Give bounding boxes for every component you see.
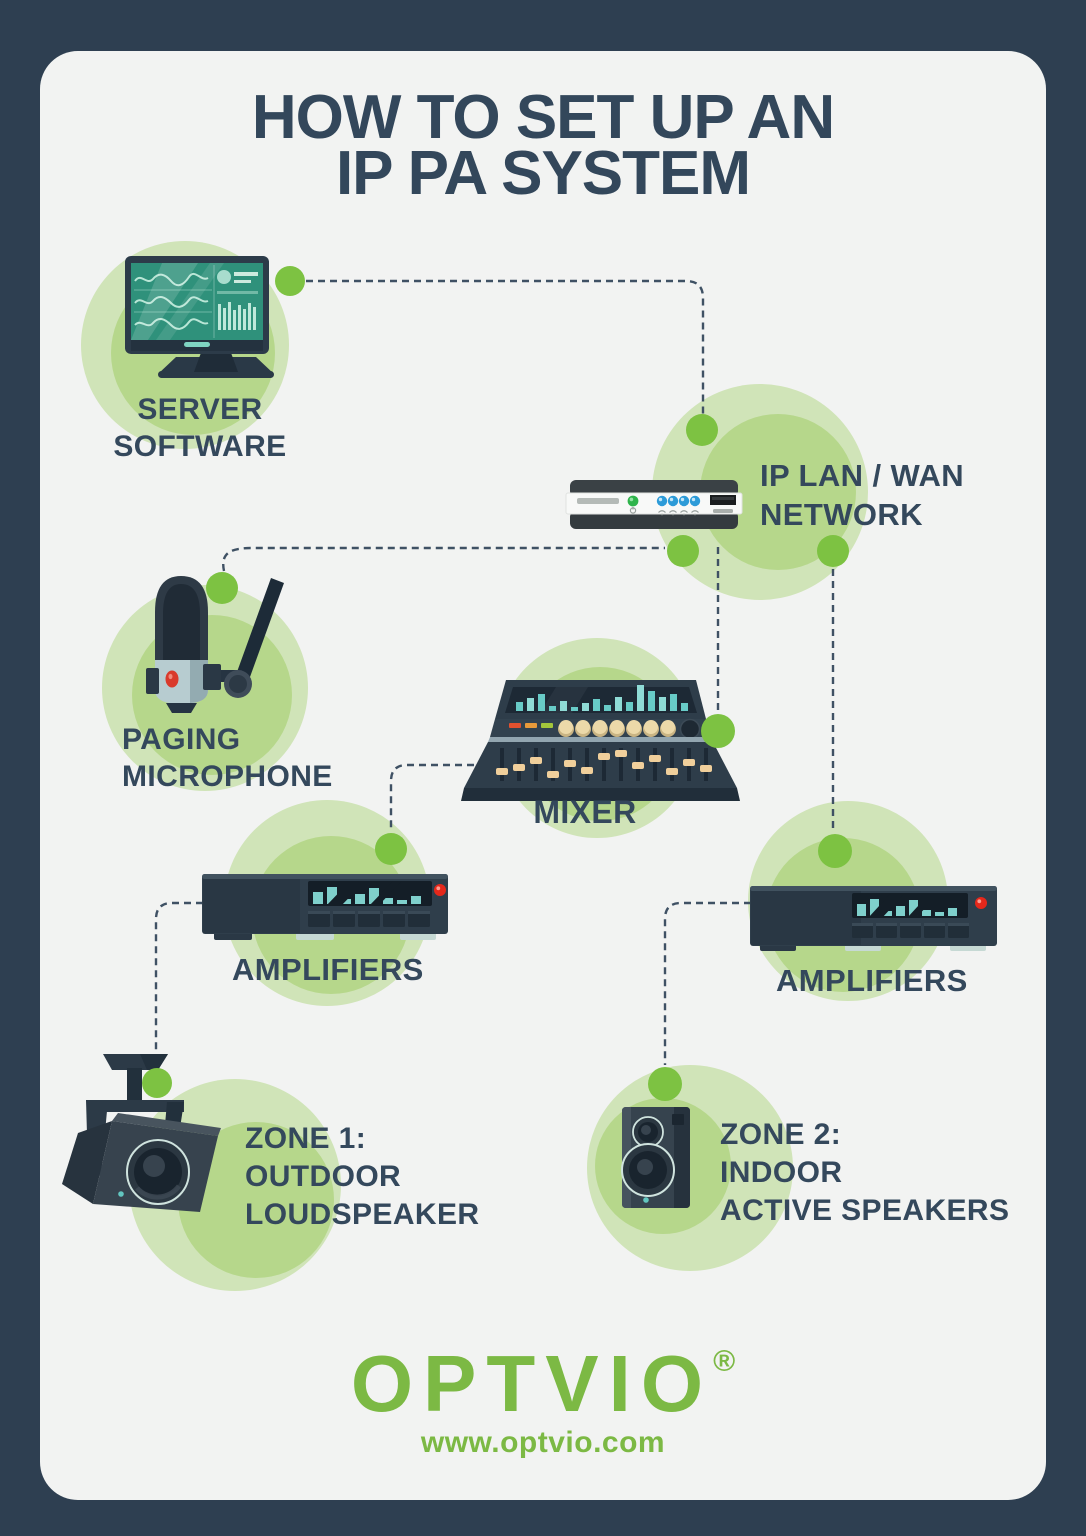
brand-row: OPTVIO®	[40, 1344, 1046, 1424]
brand-logo-text: OPTVIO	[350, 1339, 714, 1428]
zone1-label-line-1: ZONE 1:	[245, 1122, 367, 1155]
zone2-label-line-3: ACTIVE SPEAKERS	[720, 1194, 1010, 1227]
microphone-label: PAGING MICROPHONE	[122, 721, 333, 795]
network-label-line-2: NETWORK	[760, 497, 923, 532]
zone2-label-line-1: ZONE 2:	[720, 1118, 842, 1151]
amplifier-right-label: AMPLIFIERS	[776, 963, 968, 998]
server-label: SERVER SOFTWARE	[105, 391, 295, 465]
amplifier-left-label: AMPLIFIERS	[232, 952, 424, 987]
title-line-2: IP PA SYSTEM	[335, 139, 751, 208]
zone2-label-line-2: INDOOR	[720, 1156, 843, 1189]
title-line-1: HOW TO SET UP AN	[251, 83, 835, 152]
page-title: HOW TO SET UP AN IP PA SYSTEM	[40, 83, 1046, 208]
network-label: IP LAN / WAN NETWORK	[760, 456, 964, 534]
microphone-label-line-2: MICROPHONE	[122, 760, 333, 793]
zone1-label: ZONE 1: OUTDOOR LOUDSPEAKER	[245, 1120, 479, 1234]
registered-trademark-icon: ®	[713, 1345, 736, 1378]
network-label-line-1: IP LAN / WAN	[760, 458, 965, 493]
microphone-label-line-1: PAGING	[122, 723, 241, 756]
zone1-label-line-2: OUTDOOR	[245, 1160, 402, 1193]
footer-brand-block: OPTVIO® www.optvio.com	[40, 1344, 1046, 1460]
zone2-label: ZONE 2: INDOOR ACTIVE SPEAKERS	[720, 1116, 1009, 1230]
server-label-line-1: SERVER	[137, 393, 263, 426]
server-label-line-2: SOFTWARE	[113, 430, 287, 463]
mixer-label: MIXER	[533, 794, 637, 830]
website-url: www.optvio.com	[420, 1426, 666, 1459]
zone1-label-line-3: LOUDSPEAKER	[245, 1198, 480, 1231]
